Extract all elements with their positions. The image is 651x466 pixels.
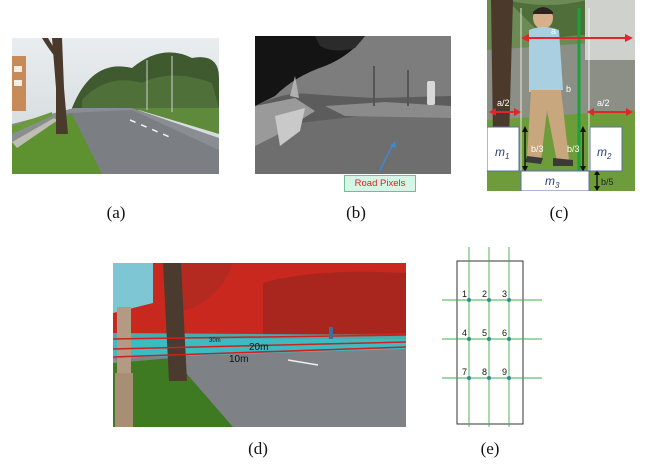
svg-text:m3: m3 [545, 174, 560, 190]
grid-point-7 [467, 376, 471, 380]
distance-30m: 30m [209, 338, 221, 344]
svg-text:m2: m2 [597, 145, 612, 161]
panel-d-distance-overlay: 30m 20m 10m [113, 263, 406, 427]
label-b3-right: b/3 [567, 144, 580, 154]
caption-c: (c) [549, 203, 569, 222]
panel-c-pedestrian-annotation: a b a/2 a/2 b/3 b/3 b/5 m1 m2 m3 [487, 0, 635, 191]
grid-label-9: 9 [502, 367, 507, 377]
panel-b-depth-map [255, 36, 451, 174]
grid-label-8: 8 [482, 367, 487, 377]
label-a-half-left: a/2 [497, 98, 510, 108]
grid-label-7: 7 [462, 367, 467, 377]
mask-m1: m [495, 145, 505, 159]
label-a-half-right: a/2 [597, 98, 610, 108]
distance-20m: 20m [249, 342, 268, 353]
grid-label-2: 2 [482, 289, 487, 299]
distance-10m: 10m [229, 354, 248, 365]
svg-text:m1: m1 [495, 145, 509, 161]
road-pixels-label: Road Pixels [344, 175, 416, 192]
label-b: b [566, 84, 571, 94]
mask-m1-sub: 1 [505, 152, 509, 161]
grid-label-4: 4 [462, 328, 467, 338]
caption-d: (d) [248, 439, 268, 458]
grid-point-8 [487, 376, 491, 380]
road-pixels-text: Road Pixels [354, 178, 406, 189]
panel-e-grid-diagram: 1 2 3 4 5 6 7 8 9 [442, 247, 542, 427]
grid-point-6 [507, 337, 511, 341]
panel-a-street-photo [12, 38, 219, 174]
grid-point-3 [507, 298, 511, 302]
grid-point-5 [487, 337, 491, 341]
grid-point-1 [467, 298, 471, 302]
mask-m2-sub: 2 [606, 152, 612, 161]
mask-m3-sub: 3 [555, 181, 560, 190]
grid-label-5: 5 [482, 328, 487, 338]
label-b3-left: b/3 [531, 144, 544, 154]
caption-b: (b) [346, 203, 366, 222]
mask-m2: m [597, 145, 607, 159]
grid-label-3: 3 [502, 289, 507, 299]
grid-label-1: 1 [462, 289, 467, 299]
label-a: a [551, 26, 556, 36]
caption-e: (e) [480, 439, 500, 458]
grid-point-9 [507, 376, 511, 380]
grid-point-2 [487, 298, 491, 302]
grid-label-6: 6 [502, 328, 507, 338]
mask-m3: m [545, 174, 555, 188]
caption-a: (a) [106, 203, 126, 222]
label-b5: b/5 [601, 177, 614, 187]
grid-point-4 [467, 337, 471, 341]
